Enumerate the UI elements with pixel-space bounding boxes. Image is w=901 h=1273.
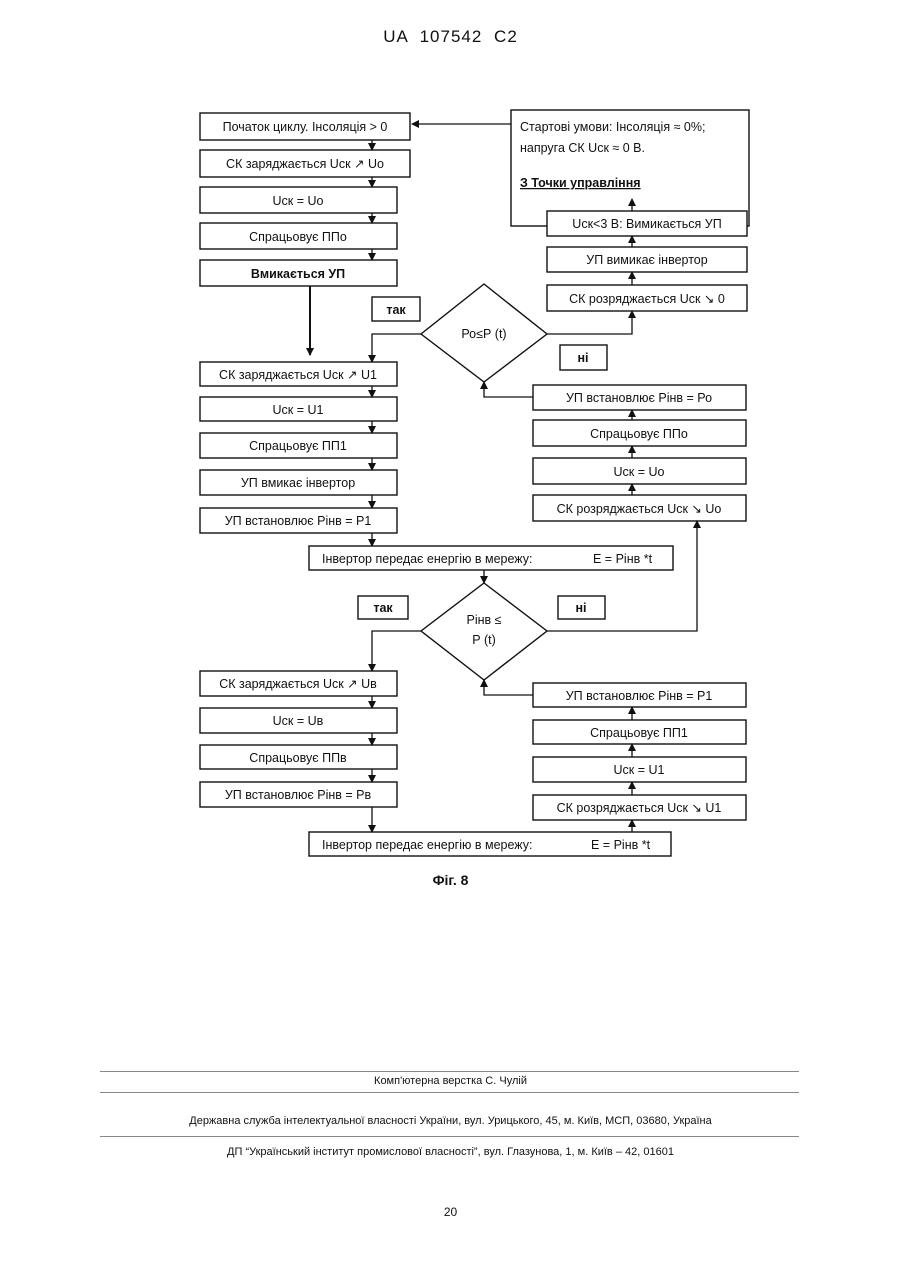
svg-text:Стартові умови: Інсоляція ≈: Стартові умови: Інсоляція ≈ 0%; xyxy=(520,120,705,134)
svg-text:Uск = Uо: Uск = Uо xyxy=(614,465,665,479)
step-threshold-pp0: Спрацьовує ППо xyxy=(200,223,397,249)
step-discharge-to-zero: СК розряджається Uск ↘ 0 xyxy=(547,285,747,311)
step-u-equals-ub: Uск = Uв xyxy=(200,708,397,733)
step-set-power-pb: УП встановлює Рінв = Рв xyxy=(200,782,397,807)
svg-text:Спрацьовує ПП1: Спрацьовує ПП1 xyxy=(249,439,347,453)
step-u-equals-u0-right: Uск = Uо xyxy=(533,458,746,484)
svg-text:Інвертор передає енергію в мер: Інвертор передає енергію в мережу: xyxy=(322,838,533,852)
label-yes-1: так xyxy=(372,297,420,321)
flowchart: Початок циклу. Інсоляція > 0 СК заряджає… xyxy=(0,0,901,900)
step-u-equals-u1: Uск = U1 xyxy=(200,397,397,421)
step-u-equals-u1-right: Uск = U1 xyxy=(533,757,746,782)
svg-text:Uск = U1: Uск = U1 xyxy=(273,403,324,417)
svg-text:УП вимикає інвертор: УП вимикає інвертор xyxy=(586,253,707,267)
step-discharge-to-u0: СК розряджається Uск ↘ Uо xyxy=(533,495,746,521)
svg-text:Е = Рінв *t: Е = Рінв *t xyxy=(591,838,651,852)
svg-text:Початок циклу. Інсоляція > 0: Початок циклу. Інсоляція > 0 xyxy=(223,120,388,134)
step-set-power-p1: УП встановлює Рінв = Р1 xyxy=(200,508,397,533)
step-discharge-to-u1: СК розряджається Uск ↘ U1 xyxy=(533,795,746,820)
svg-text:ні: ні xyxy=(575,601,586,615)
step-cycle-start: Початок циклу. Інсоляція > 0 xyxy=(200,113,410,140)
label-yes-2: так xyxy=(358,596,408,619)
decision-p0-vs-pt: Ро≤Р (t) xyxy=(421,284,547,382)
step-u-equals-u0: Uск = Uо xyxy=(200,187,397,213)
page-number: 20 xyxy=(0,1205,901,1219)
svg-text:Спрацьовує ПП1: Спрацьовує ПП1 xyxy=(590,726,688,740)
step-charge-u1: СК заряджається Uск ↗ U1 xyxy=(200,362,397,386)
start-conditions-box: Стартові умови: Інсоляція ≈ 0%; напруга … xyxy=(511,110,749,226)
figure-caption: Фіг. 8 xyxy=(0,872,901,888)
svg-text:УП встановлює Рінв = Р1: УП встановлює Рінв = Р1 xyxy=(566,689,713,703)
step-set-power-p0: УП встановлює Рінв = Ро xyxy=(533,385,746,410)
step-charge-ub: СК заряджається Uск ↗ Uв xyxy=(200,671,397,696)
step-threshold-pp0-right: Спрацьовує ППо xyxy=(533,420,746,446)
step-threshold-ppb: Спрацьовує ППв xyxy=(200,745,397,769)
svg-text:ні: ні xyxy=(577,351,588,365)
step-charge-u0: СК заряджається Uск ↗ Uо xyxy=(200,150,410,177)
footer-divider-bottom xyxy=(100,1136,799,1137)
svg-text:УП встановлює Рінв = Р1: УП встановлює Рінв = Р1 xyxy=(225,514,372,528)
svg-text:СК розряджається Uск ↘ U1: СК розряджається Uск ↘ U1 xyxy=(557,801,722,815)
svg-text:Спрацьовує ППо: Спрацьовує ППо xyxy=(249,230,347,244)
svg-text:Е = Рінв *t: Е = Рінв *t xyxy=(593,552,653,566)
svg-text:так: так xyxy=(373,601,393,615)
svg-text:Рінв ≤: Рінв ≤ xyxy=(467,613,502,627)
svg-text:Вмикається УП: Вмикається УП xyxy=(251,267,345,281)
label-no-1: ні xyxy=(560,345,607,370)
step-inverter-transfer-1: Інвертор передає енергію в мережу: Е = Р… xyxy=(309,546,673,570)
svg-text:СК розряджається Uск ↘ 0: СК розряджається Uск ↘ 0 xyxy=(569,292,725,306)
svg-text:Інвертор передає енергію в мер: Інвертор передає енергію в мережу: xyxy=(322,552,533,566)
step-below-3v-disable: Uск<3 В: Вимикається УП xyxy=(547,211,747,236)
svg-text:УП встановлює Рінв = Рв: УП встановлює Рінв = Рв xyxy=(225,788,372,802)
svg-text:УП встановлює Рінв = Ро: УП встановлює Рінв = Ро xyxy=(566,391,712,405)
svg-text:СК заряджається Uск ↗ Uв: СК заряджається Uск ↗ Uв xyxy=(219,677,377,691)
svg-text:Uск = Uо: Uск = Uо xyxy=(273,194,324,208)
step-enable-controller: Вмикається УП xyxy=(200,260,397,286)
step-inverter-transfer-2: Інвертор передає енергію в мережу: Е = Р… xyxy=(309,832,671,856)
step-threshold-pp1-right: Спрацьовує ПП1 xyxy=(533,720,746,744)
svg-text:Uск = Uв: Uск = Uв xyxy=(273,714,324,728)
step-enable-inverter: УП вмикає інвертор xyxy=(200,470,397,495)
footer-divider-middle xyxy=(100,1092,799,1093)
footer-credit: Комп'ютерна верстка С. Чулій xyxy=(0,1075,901,1087)
svg-text:Uск<3 В: Вимикається УП: Uск<3 В: Вимикається УП xyxy=(572,217,721,231)
svg-text:СК заряджається Uск ↗ U1: СК заряджається Uск ↗ U1 xyxy=(219,368,377,382)
step-threshold-pp1: Спрацьовує ПП1 xyxy=(200,433,397,458)
svg-text:Спрацьовує ППв: Спрацьовує ППв xyxy=(249,751,347,765)
footer-office-address: Державна служба інтелектуальної власност… xyxy=(0,1115,901,1127)
svg-text:З Точки управління: З Точки управління xyxy=(520,176,641,190)
svg-text:Uск = U1: Uск = U1 xyxy=(614,763,665,777)
svg-text:СК заряджається Uск ↗ Uо: СК заряджається Uск ↗ Uо xyxy=(226,157,384,171)
step-disable-inverter: УП вимикає інвертор xyxy=(547,247,747,272)
svg-text:Ро≤Р (t): Ро≤Р (t) xyxy=(461,327,506,341)
svg-text:Спрацьовує ППо: Спрацьовує ППо xyxy=(590,427,688,441)
svg-text:СК розряджається Uск ↘ Uо: СК розряджається Uск ↘ Uо xyxy=(557,502,722,516)
footer-institute-address: ДП “Український інститут промислової вла… xyxy=(0,1146,901,1158)
decision-pinv-vs-pt: Рінв ≤ Р (t) xyxy=(421,583,547,680)
svg-text:так: так xyxy=(386,303,406,317)
step-set-power-p1-right: УП встановлює Рінв = Р1 xyxy=(533,683,746,707)
footer-divider-top xyxy=(100,1071,799,1072)
svg-text:напруга СК Uск ≈ 0 В.: напруга СК Uск ≈ 0 В. xyxy=(520,141,645,155)
svg-text:УП вмикає інвертор: УП вмикає інвертор xyxy=(241,476,355,490)
svg-text:Р (t): Р (t) xyxy=(472,633,496,647)
label-no-2: ні xyxy=(558,596,605,619)
